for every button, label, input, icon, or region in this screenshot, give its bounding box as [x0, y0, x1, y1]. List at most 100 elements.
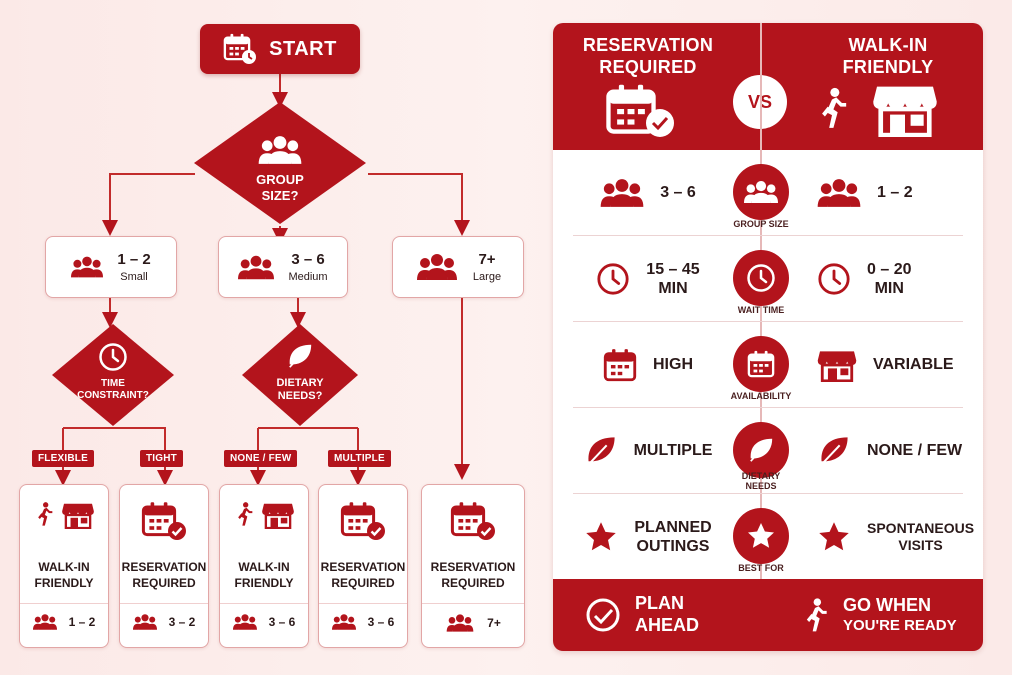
row-center-badge: [733, 164, 789, 220]
row-center-badge: [733, 422, 789, 478]
group-icon: [233, 613, 257, 631]
outcome-count: 3 – 2: [168, 615, 196, 629]
size-value: 1 – 2: [117, 251, 151, 269]
branch-tight-tag: TIGHT: [140, 450, 183, 467]
storefront-icon: [817, 348, 857, 382]
calendar-check-icon: [141, 501, 187, 541]
row-center-label: AVAILABILITY: [730, 391, 792, 401]
row-center-label: DIETARY NEEDS: [741, 471, 781, 491]
reservation-value: 3 – 6: [660, 184, 696, 202]
group-icon: [817, 177, 861, 209]
branch-flexible-tag: FLEXIBLE: [32, 450, 94, 467]
calendar-clock-icon: [223, 33, 257, 64]
time-constraint-question: TIME CONSTRAINT?: [77, 378, 149, 401]
walkin-value: 1 – 2: [877, 184, 913, 202]
star-icon: [817, 520, 851, 554]
group-size-question: GROUP SIZE?: [256, 172, 304, 203]
start-label: START: [269, 37, 337, 60]
size-label: Large: [472, 270, 502, 283]
go-when-label: GO WHEN: [843, 595, 931, 616]
comparison-header: RESERVATION REQUIRED WALK-IN FRIENDLY VS: [553, 23, 983, 150]
outcome-count: 7+: [487, 616, 501, 630]
clock-icon: [817, 262, 851, 296]
calendar-check-icon: [605, 83, 674, 137]
walkin-value: VARIABLE: [873, 356, 954, 374]
compare-row-dietary-needs: MULTIPLE DIETARY NEEDS NONE / FEW: [553, 408, 983, 494]
outcome-card-reservation-large: RESERVATION REQUIRED 7+: [421, 484, 525, 648]
leaf-icon: [584, 434, 618, 468]
group-icon: [238, 254, 274, 281]
row-center-label: GROUP SIZE: [733, 219, 789, 229]
storefront-icon: [62, 501, 94, 529]
plan-ahead: PLAN AHEAD: [585, 579, 699, 651]
group-size-decision: GROUP SIZE?: [192, 100, 368, 226]
youre-ready-label: YOU'RE READY: [843, 616, 957, 634]
reservation-required-title: RESERVATION REQUIRED: [582, 35, 714, 77]
row-center-badge: [733, 508, 789, 564]
group-icon: [258, 134, 302, 166]
walking-person-icon: [815, 85, 849, 131]
group-icon: [445, 613, 475, 633]
outcome-label: RESERVATION REQUIRED: [430, 560, 516, 591]
calendar-check-icon: [340, 501, 386, 541]
clock-icon: [746, 263, 776, 293]
size-label: Small: [120, 270, 148, 283]
group-icon: [415, 252, 459, 282]
leaf-icon: [817, 434, 851, 468]
flow-connectors: [55, 74, 470, 486]
outcome-card-walkin-medium: WALK-IN FRIENDLY 3 – 6: [219, 484, 309, 648]
row-center-label: BEST FOR: [738, 563, 784, 573]
star-icon: [584, 520, 618, 554]
reservation-value: 15 – 45 MIN: [646, 260, 700, 297]
branch-none-few-tag: NONE / FEW: [224, 450, 298, 467]
group-icon: [744, 179, 778, 205]
group-icon: [133, 613, 157, 631]
group-icon: [33, 613, 57, 631]
comparison-panel: RESERVATION REQUIRED WALK-IN FRIENDLY VS…: [553, 23, 983, 651]
row-center-label: WAIT TIME: [737, 305, 785, 315]
row-center-badge: [733, 336, 789, 392]
compare-row-wait-time: 15 – 45 MIN WAIT TIME 0 – 20 MIN: [553, 236, 983, 322]
clock-icon: [98, 342, 128, 372]
dietary-needs-question: DIETARY NEEDS?: [276, 377, 324, 403]
calendar-icon: [747, 350, 775, 378]
outcome-card-reservation-tight: RESERVATION REQUIRED 3 – 2: [119, 484, 209, 648]
comparison-footer: PLAN AHEAD GO WHEN YOU'RE READY: [553, 579, 983, 651]
time-constraint-decision: TIME CONSTRAINT?: [50, 322, 176, 428]
walkin-value: 0 – 20 MIN: [867, 260, 912, 297]
outcome-label: RESERVATION REQUIRED: [121, 560, 207, 591]
outcome-count: 3 – 6: [367, 615, 395, 629]
outcome-label: WALK-IN FRIENDLY: [34, 560, 94, 591]
calendar-check-icon: [450, 501, 496, 541]
size-value: 7+: [478, 251, 496, 269]
go-when-ready: GO WHEN YOU'RE READY: [801, 579, 957, 651]
group-icon: [600, 177, 644, 209]
outcome-card-reservation-multiple: RESERVATION REQUIRED 3 – 6: [318, 484, 408, 648]
outcome-label: WALK-IN FRIENDLY: [234, 560, 294, 591]
walk-in-friendly-title: WALK-IN FRIENDLY: [842, 35, 934, 77]
start-node: START: [200, 24, 360, 74]
reservation-value: PLANNED OUTINGS: [634, 518, 712, 555]
walking-person-icon: [234, 501, 254, 527]
walkin-value: NONE / FEW: [867, 442, 963, 460]
check-circle-icon: [586, 598, 620, 632]
calendar-icon: [603, 348, 637, 382]
size-label: Medium: [288, 270, 328, 283]
clock-icon: [596, 262, 630, 296]
compare-row-availability: HIGH AVAILABILITY VARIABLE: [553, 322, 983, 408]
size-value: 3 – 6: [291, 251, 325, 269]
plan-ahead-label: PLAN AHEAD: [635, 593, 700, 635]
leaf-icon: [286, 342, 314, 370]
walkin-value: SPONTANEOUS VISITS: [867, 520, 975, 553]
reservation-value: HIGH: [653, 356, 693, 374]
reservation-value: MULTIPLE: [633, 442, 713, 460]
star-icon: [746, 521, 776, 551]
walking-person-icon: [801, 596, 829, 634]
compare-row-best-for: PLANNED OUTINGS BEST FOR SPONTANEOUS VIS…: [553, 494, 983, 580]
group-icon: [71, 255, 103, 279]
branch-multiple-tag: MULTIPLE: [328, 450, 391, 467]
group-icon: [332, 613, 356, 631]
outcome-count: 1 – 2: [68, 615, 96, 629]
